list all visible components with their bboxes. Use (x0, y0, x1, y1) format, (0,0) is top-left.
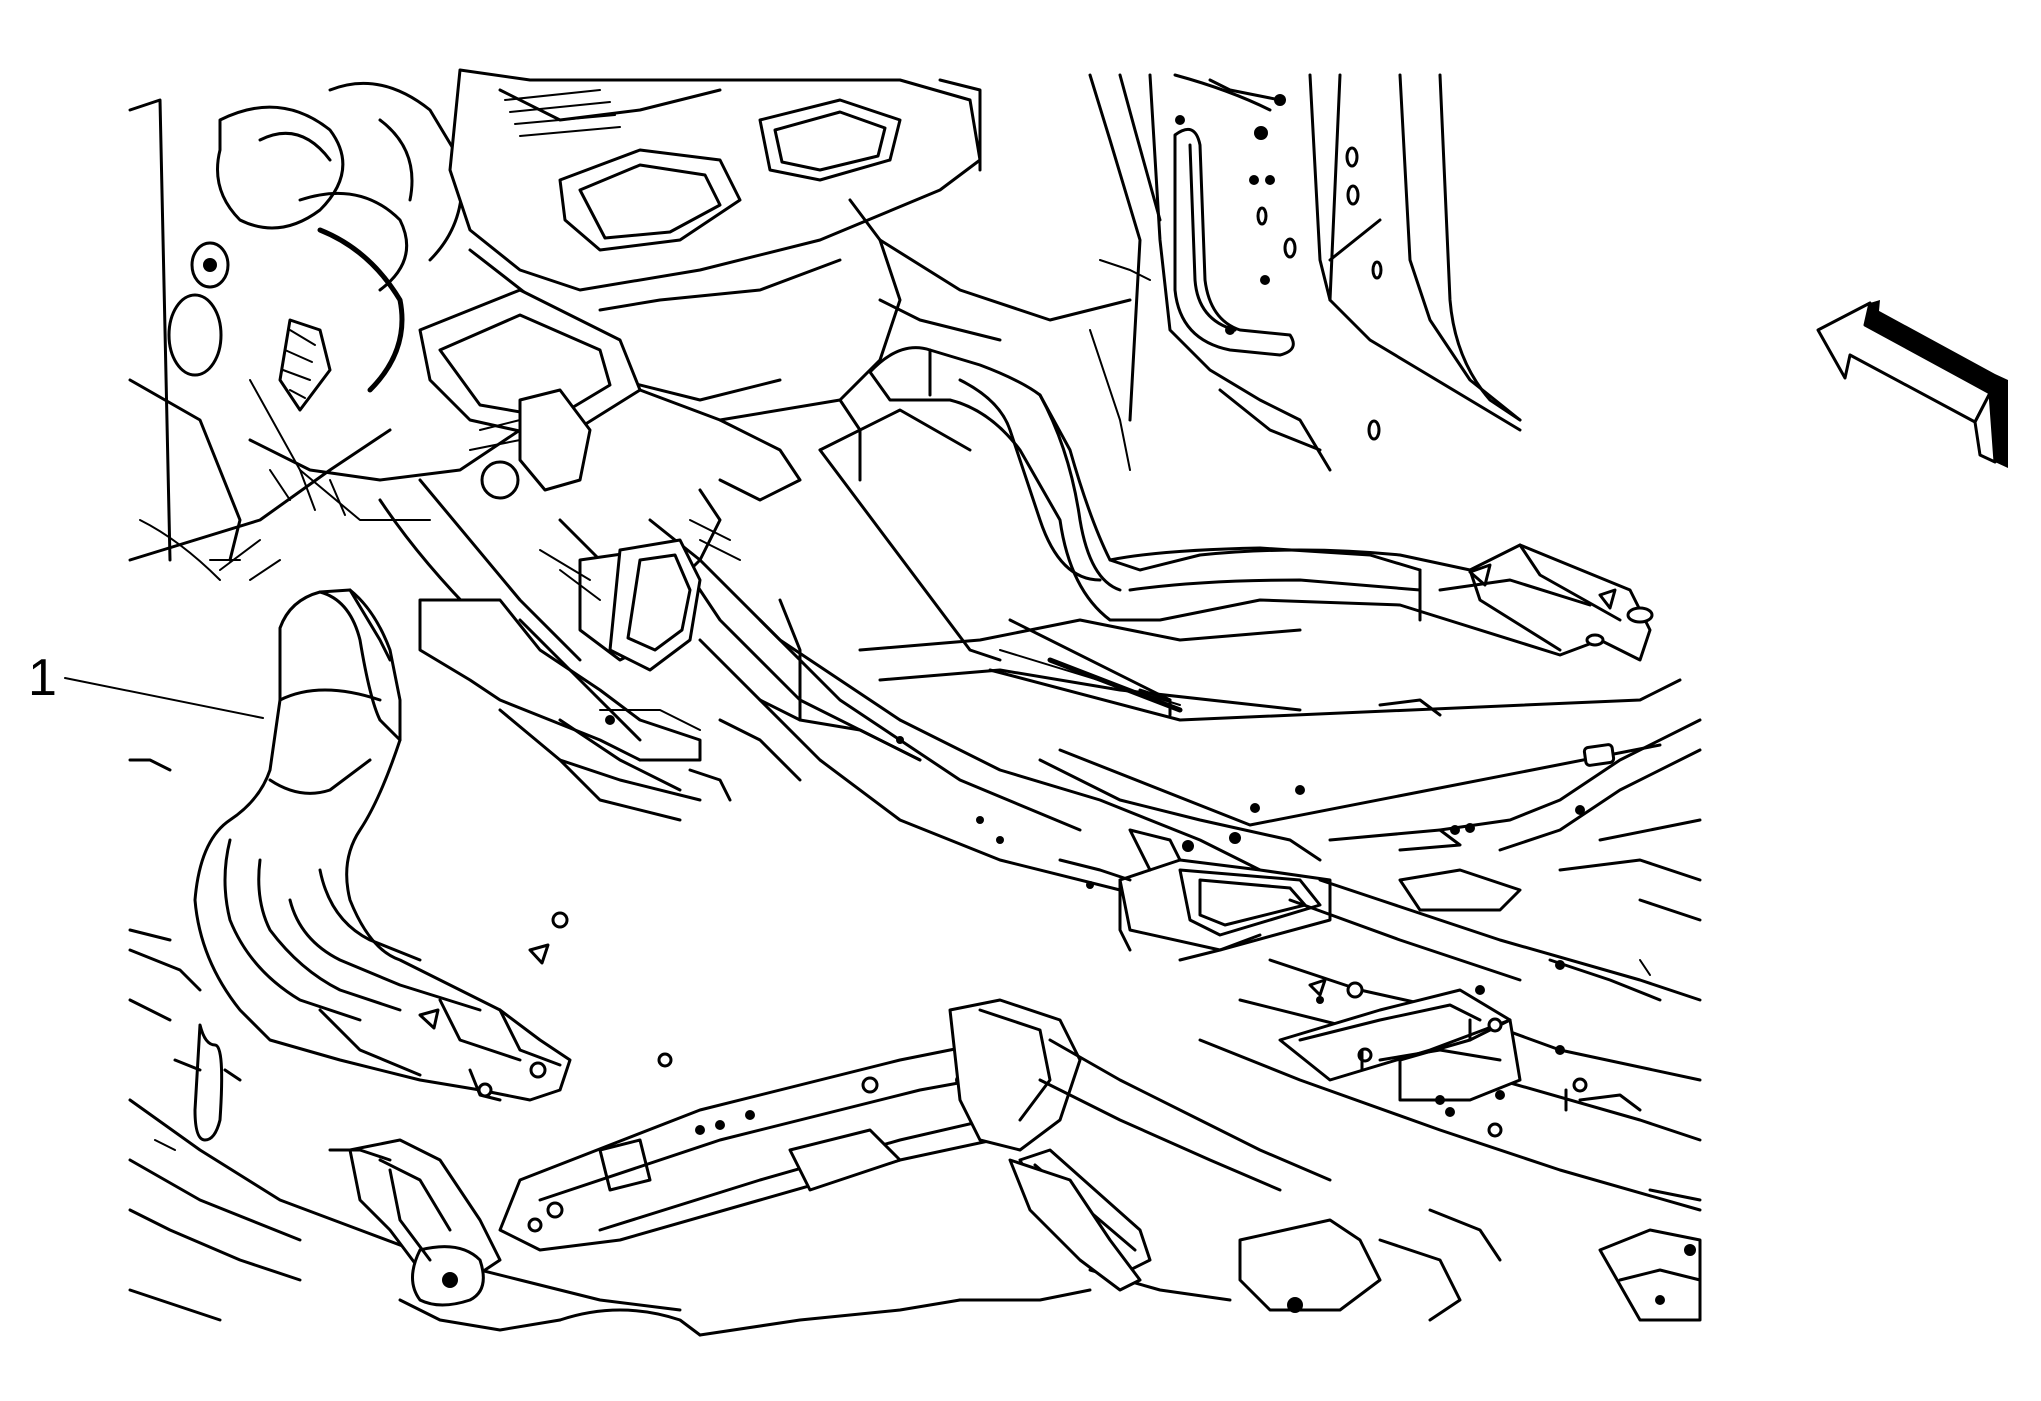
fasteners (528, 736, 1585, 1112)
floor-vent-outlet (1038, 758, 1332, 962)
callout-1: 1 (28, 649, 264, 719)
callout-label: 1 (28, 649, 57, 707)
floor-pan-sheet (818, 408, 1682, 852)
support-bracket (418, 598, 732, 822)
center-tunnel (378, 478, 1262, 892)
callout-leader-line (64, 677, 264, 719)
body-pillar (878, 73, 1522, 472)
front-floor-duct-left (193, 588, 572, 1102)
hvac-case (418, 68, 982, 662)
view-direction-arrow-icon (1816, 300, 2008, 468)
rear-floor-duct-right (868, 346, 1654, 662)
frame-rails (128, 718, 1702, 1337)
